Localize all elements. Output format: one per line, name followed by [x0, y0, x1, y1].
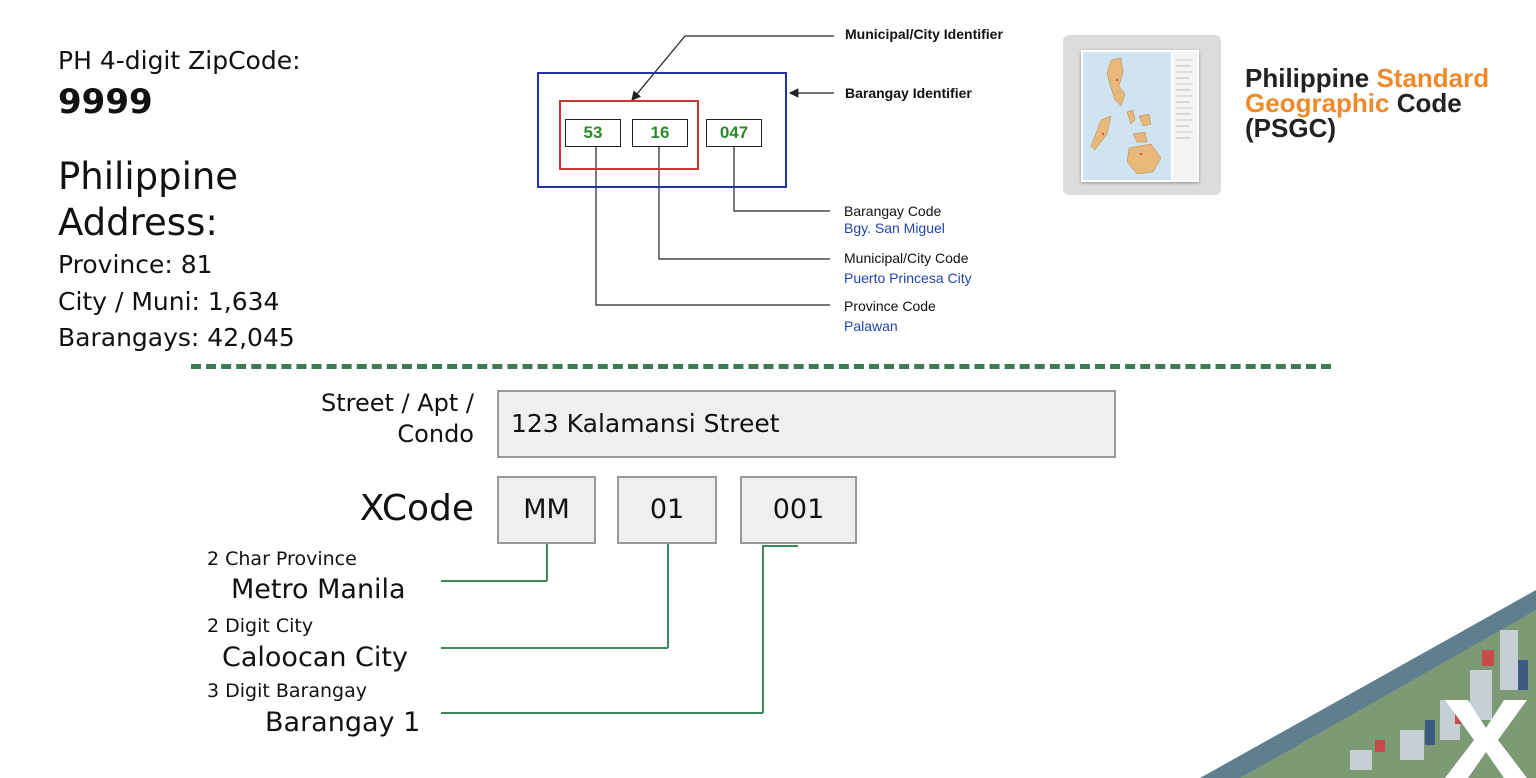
stat-barangays: Barangays: 42,045	[58, 323, 295, 352]
connector-barangay-h	[441, 712, 763, 714]
xcode-province-field[interactable]: MM	[497, 476, 596, 544]
psgc-barangay-code: 047	[706, 119, 762, 147]
zipcode-value: 9999	[58, 82, 153, 122]
connector-province-h	[441, 580, 547, 582]
barangay-identifier-label: Barangay Identifier	[845, 85, 972, 101]
connector-barangay-v	[762, 545, 764, 713]
street-label: Street / Apt / Condo	[320, 389, 474, 448]
zipcode-label: PH 4-digit ZipCode:	[58, 46, 301, 75]
municipal-identifier-label: Municipal/City Identifier	[845, 26, 1003, 42]
philippines-map-icon	[1081, 50, 1199, 182]
psgc-municipal-identifier-box	[559, 100, 699, 170]
xcode-barangay-desc: 3 Digit Barangay	[207, 680, 367, 702]
barangay-code-example: Bgy. San Miguel	[844, 220, 945, 236]
xcode-barangay-example: Barangay 1	[265, 707, 421, 738]
xcode-city-desc: 2 Digit City	[207, 615, 314, 637]
psgc-province-code: 53	[565, 119, 621, 147]
psgc-logo: Philippine Standard Geographic Code (PSG…	[1245, 63, 1490, 143]
logo-line2-a: Geographic	[1245, 88, 1390, 118]
connector-city-v	[667, 544, 669, 648]
xcode-city-logo-icon	[1200, 590, 1536, 778]
connector-province-v	[546, 544, 548, 581]
psgc-municipal-code: 16	[632, 119, 688, 147]
xcode-province-example: Metro Manila	[231, 574, 406, 605]
municipal-code-label: Municipal/City Code	[844, 250, 969, 266]
province-code-label: Province Code	[844, 298, 936, 314]
logo-line1-b: Standard	[1376, 63, 1490, 93]
logo-line1-a: Philippine	[1245, 63, 1377, 93]
address-title: Philippine Address:	[58, 155, 239, 244]
province-code-example: Palawan	[844, 318, 898, 334]
stat-province: Province: 81	[58, 250, 213, 279]
barangay-code-label: Barangay Code	[844, 203, 942, 219]
street-input[interactable]: 123 Kalamansi Street	[497, 390, 1116, 458]
connector-barangay-top	[762, 545, 798, 547]
section-divider	[191, 364, 1331, 369]
logo-line2-b: Code	[1389, 88, 1462, 118]
xcode-province-desc: 2 Char Province	[207, 548, 357, 570]
connector-city-h	[441, 647, 668, 649]
municipal-code-example: Puerto Princesa City	[844, 270, 972, 286]
xcode-city-example: Caloocan City	[222, 642, 408, 673]
stat-city: City / Muni: 1,634	[58, 287, 280, 316]
xcode-barangay-field[interactable]: 001	[740, 476, 857, 544]
logo-line3: (PSGC)	[1245, 113, 1336, 143]
xcode-label: XCode	[359, 488, 474, 529]
xcode-city-field[interactable]: 01	[617, 476, 717, 544]
psgc-barangay-identifier-box	[537, 72, 787, 188]
